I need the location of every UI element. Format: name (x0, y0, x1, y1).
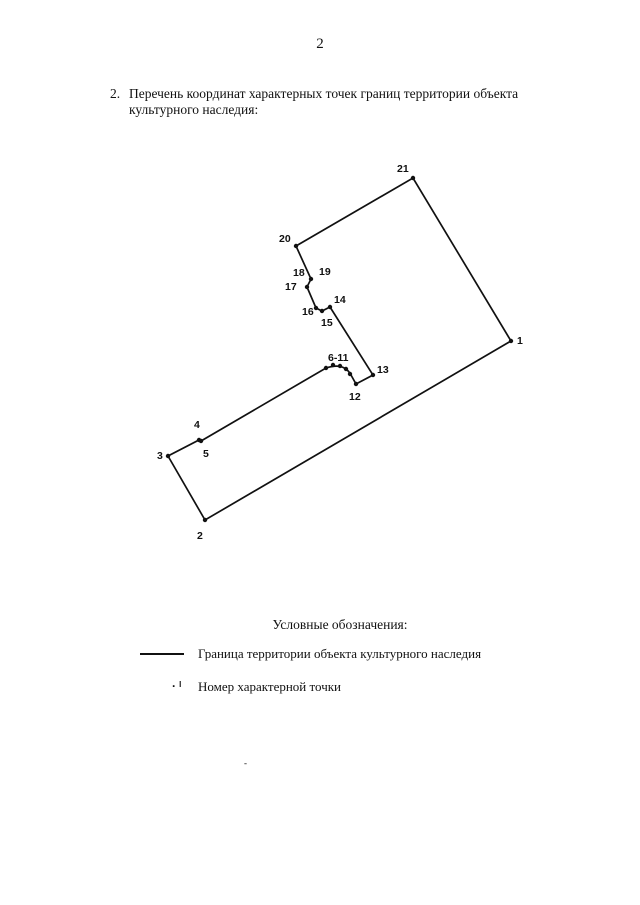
point-label-13: 13 (377, 364, 389, 376)
vertex-point (304, 284, 310, 290)
vertex-point (198, 438, 204, 444)
legend-point-symbol: · ˡ (140, 679, 185, 695)
point-label-14: 14 (334, 294, 346, 306)
point-label-16: 16 (302, 306, 314, 318)
heading-number: 2. (110, 86, 121, 101)
point-label-6-11: 6-11 (328, 352, 349, 364)
vertex-point (370, 372, 376, 378)
point-label-1: 1 (517, 335, 523, 347)
stray-mark: - (244, 758, 247, 768)
vertex-point (319, 308, 325, 314)
vertex-point (165, 453, 171, 459)
vertex-point (327, 304, 333, 310)
vertex-point (308, 276, 314, 282)
legend-boundary-label: Граница территории объекта культурного н… (198, 646, 482, 661)
point-label-5: 5 (203, 448, 209, 460)
point-label-15: 15 (321, 317, 333, 329)
vertex-point (330, 362, 336, 368)
point-label-21: 21 (397, 163, 409, 175)
legend-title: Условные обозначения: (272, 617, 408, 632)
vertex-point (508, 338, 514, 344)
vertex-point (337, 363, 343, 369)
point-label-12: 12 (349, 391, 361, 403)
point-label-19: 19 (319, 266, 331, 278)
vertex-point (202, 517, 208, 523)
vertex-points (165, 175, 514, 523)
point-label-17: 17 (285, 281, 297, 293)
point-labels: 21 20 18 19 17 14 16 15 1 6-11 13 12 4 3… (157, 163, 523, 542)
heading-text: Перечень координат характерных точек гра… (129, 86, 519, 117)
point-label-4: 4 (194, 419, 200, 431)
legend-line-symbol (140, 646, 185, 662)
legend-point-glyph: · ˡ (172, 679, 182, 693)
point-label-2: 2 (197, 530, 203, 542)
page-number: 2 (316, 36, 324, 52)
point-label-3: 3 (157, 450, 163, 462)
section-heading: 2. Перечень координат характерных точек … (110, 86, 590, 118)
vertex-point (410, 175, 416, 181)
point-label-20: 20 (279, 233, 291, 245)
point-label-18: 18 (293, 267, 305, 279)
legend-point-label: Номер характерной точки (198, 679, 341, 694)
vertex-point (347, 371, 353, 377)
vertex-point (293, 243, 299, 249)
boundary-line (166, 176, 513, 522)
vertex-point (353, 381, 359, 387)
vertex-point (343, 366, 349, 372)
vertex-point (323, 365, 329, 371)
vertex-point (313, 305, 319, 311)
